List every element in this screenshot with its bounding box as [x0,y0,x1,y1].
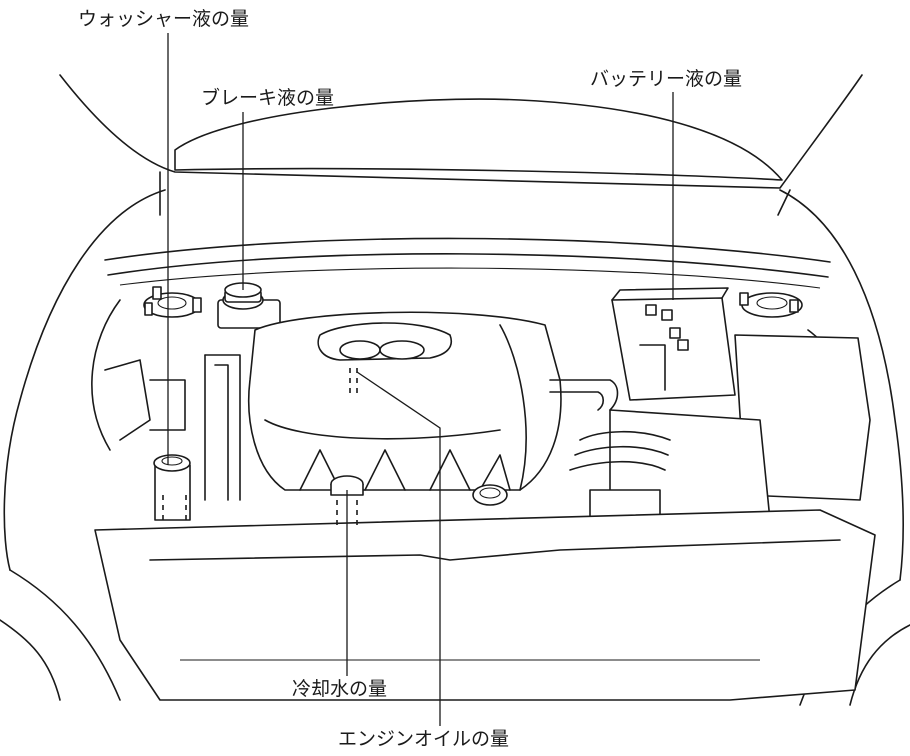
battery-fluid-label: バッテリー液の量 [590,68,743,90]
left-strut-tower [91,286,202,451]
intake-runners [299,449,511,491]
air-cleaner-box [569,334,871,521]
cowl-panel [104,237,831,289]
brake-fluid-reservoir [217,282,281,329]
engine-cover [247,311,562,491]
coolant-cap [330,475,364,496]
brake-fluid-label: ブレーキ液の量 [201,87,335,109]
washer-fluid-label: ウォッシャー液の量 [78,8,250,30]
left-hoses [204,354,241,501]
hood [59,74,863,216]
car-body-outline [0,189,910,706]
battery [611,287,736,401]
coolant-label: 冷却水の量 [292,678,388,700]
leader-oil [356,371,441,726]
washer-reservoir [153,454,191,521]
leader-lines [167,33,674,726]
engine-oil-label: エンジンオイルの量 [338,728,510,750]
center-hose [549,379,619,411]
front-bumper [94,509,876,701]
radiator-cap [472,484,508,506]
